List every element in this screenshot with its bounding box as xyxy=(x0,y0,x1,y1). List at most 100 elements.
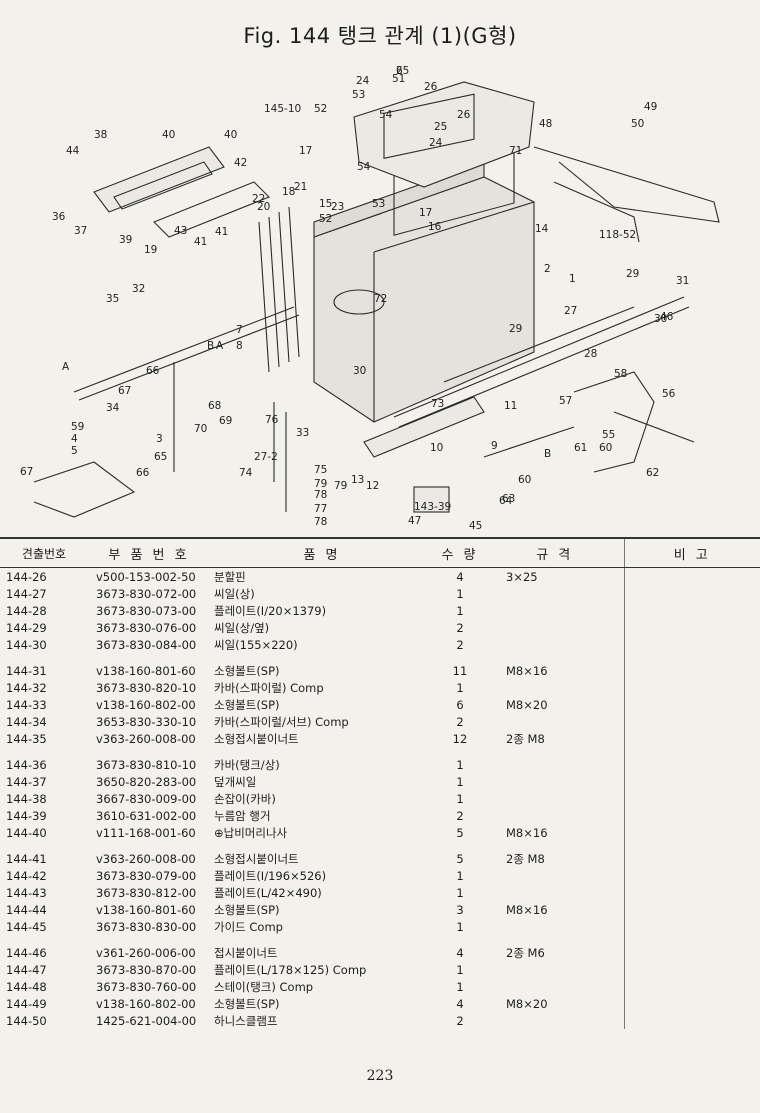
page-title: Fig. 144 탱크 관계 (1)(G형) xyxy=(243,24,517,48)
cell-remark xyxy=(623,790,760,807)
cell-ref-number: 144-28 xyxy=(6,603,47,618)
callout-label: 56 xyxy=(662,388,676,400)
callout-label: A xyxy=(216,340,224,352)
cell-spec: 2종 M8 xyxy=(506,731,545,746)
callout-label: 75 xyxy=(314,464,327,476)
callout-label: 78 xyxy=(314,516,327,528)
header-remark: 비 고 xyxy=(623,537,760,568)
cell-remark xyxy=(623,884,760,901)
cell-part-number: 3673-830-870-00 xyxy=(96,962,197,977)
cell-remark xyxy=(623,713,760,730)
callout-label: 33 xyxy=(296,427,309,439)
cell-quantity: 1 xyxy=(456,603,464,618)
table-header-row: 견출번호 부 품 번 호 품 명 수 량 규 격 비 고 xyxy=(0,537,760,568)
cell-spec xyxy=(486,756,624,773)
cell-quantity: 2 xyxy=(456,714,464,729)
cell-part-name: 분할핀 xyxy=(214,569,246,584)
cell-quantity: 1 xyxy=(456,680,464,695)
callout-label: 13 xyxy=(351,474,364,486)
cell-remark xyxy=(623,730,760,747)
cell-quantity: 11 xyxy=(452,663,468,678)
diagram-linework xyxy=(33,81,720,518)
cell-spec: 3×25 xyxy=(506,569,538,584)
cell-remark xyxy=(623,978,760,995)
cell-remark xyxy=(623,918,760,935)
cell-quantity: 1 xyxy=(456,979,464,994)
callout-label: 55 xyxy=(602,429,615,441)
cell-ref-number: 144-33 xyxy=(6,697,47,712)
cell-quantity: 2 xyxy=(456,620,464,635)
cell-part-number: 3610-631-002-00 xyxy=(96,808,197,823)
cell-ref-number: 144-36 xyxy=(6,757,47,772)
page-number: 223 xyxy=(366,1068,394,1084)
cell-quantity: 2 xyxy=(456,637,464,652)
callout-label: 41 xyxy=(215,226,228,238)
cell-ref-number: 144-34 xyxy=(6,714,47,729)
cell-quantity: 1 xyxy=(456,868,464,883)
cell-part-number: 1425-621-004-00 xyxy=(96,1013,197,1028)
callout-label: 7 xyxy=(236,324,243,336)
callout-label: 52 xyxy=(319,213,332,225)
cell-spec xyxy=(486,636,624,653)
callout-label: 14 xyxy=(535,223,549,235)
cell-spec: M8×20 xyxy=(506,996,548,1011)
cell-ref-number: 144-42 xyxy=(6,868,47,883)
callout-label: 67 xyxy=(20,466,33,478)
callout-label: A xyxy=(62,361,70,373)
header-part-number: 부 품 번 호 xyxy=(88,537,210,568)
cell-remark xyxy=(623,901,760,918)
cell-remark xyxy=(623,679,760,696)
cell-part-number: v363-260-008-00 xyxy=(96,851,196,866)
callout-label: 22 xyxy=(252,193,265,205)
callout-label: 44 xyxy=(66,145,80,157)
callout-label: 6 xyxy=(396,65,403,77)
cell-spec xyxy=(486,1012,624,1029)
cell-quantity: 1 xyxy=(456,774,464,789)
callout-label: 59 xyxy=(71,421,84,433)
cell-remark xyxy=(623,602,760,619)
cell-remark xyxy=(623,696,760,713)
callout-label: B xyxy=(207,340,214,352)
cell-quantity: 1 xyxy=(456,586,464,601)
cell-part-number: 3673-830-079-00 xyxy=(96,868,197,883)
cell-part-name: 씨일(155×220) xyxy=(214,637,298,652)
callout-label: 2 xyxy=(544,263,551,275)
cell-part-name: 플레이트(I/20×1379) xyxy=(214,603,327,618)
cell-spec xyxy=(486,884,624,901)
cell-spec xyxy=(486,807,624,824)
cell-spec xyxy=(486,713,624,730)
cell-part-number: 3673-830-812-00 xyxy=(96,885,197,900)
cell-part-name: 누름암 행거 xyxy=(214,808,271,823)
callout-label: 26 xyxy=(424,81,438,93)
cell-ref-number: 144-38 xyxy=(6,791,47,806)
callout-label: 49 xyxy=(644,101,657,113)
callout-label: 118-52 xyxy=(599,229,636,241)
cell-quantity: 2 xyxy=(456,1013,464,1028)
cell-ref-number: 144-39 xyxy=(6,808,47,823)
callout-label: 47 xyxy=(408,515,421,527)
callout-label: 35 xyxy=(106,293,119,305)
callout-label: 145-10 xyxy=(264,103,301,115)
cell-part-name: 스테이(탱크) Comp xyxy=(214,979,314,994)
callout-label: 32 xyxy=(132,283,145,295)
cell-quantity: 5 xyxy=(456,825,464,840)
group-spacer xyxy=(0,653,760,662)
callout-label: 4 xyxy=(71,433,78,445)
cell-quantity: 1 xyxy=(456,757,464,772)
cell-part-number: v500-153-002-50 xyxy=(96,569,196,584)
cell-spec: M8×20 xyxy=(506,697,548,712)
callout-label: 62 xyxy=(646,467,659,479)
callout-label: 40 xyxy=(162,129,175,141)
callout-label: 40 xyxy=(224,129,237,141)
cell-ref-number: 144-43 xyxy=(6,885,47,900)
cell-ref-number: 144-46 xyxy=(6,945,47,960)
